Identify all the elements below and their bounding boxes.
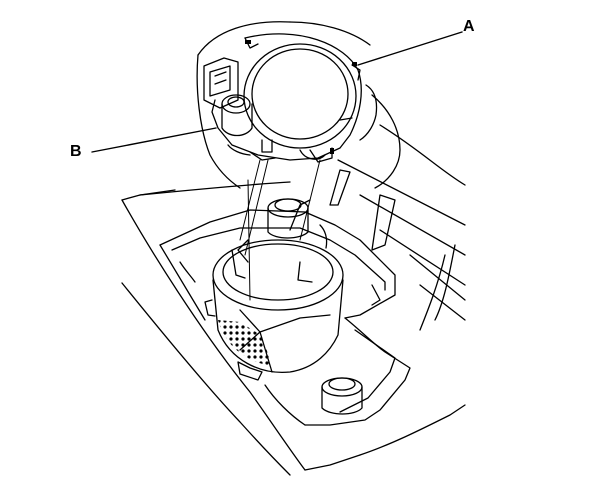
cup-basket <box>204 239 344 381</box>
callout-label-b: B <box>70 143 82 160</box>
support-post <box>321 377 363 415</box>
ring <box>211 33 378 163</box>
leader-line-b <box>91 127 217 153</box>
console-body <box>121 124 466 476</box>
release-button <box>203 57 253 137</box>
leader-line-a <box>357 31 463 66</box>
callout-label-a: A <box>463 18 475 35</box>
cup-holder-well <box>159 199 411 426</box>
assembly-outline <box>196 21 401 189</box>
detail-marks <box>245 40 357 154</box>
alignment-lines <box>239 159 321 301</box>
basket-perforation <box>218 320 272 366</box>
